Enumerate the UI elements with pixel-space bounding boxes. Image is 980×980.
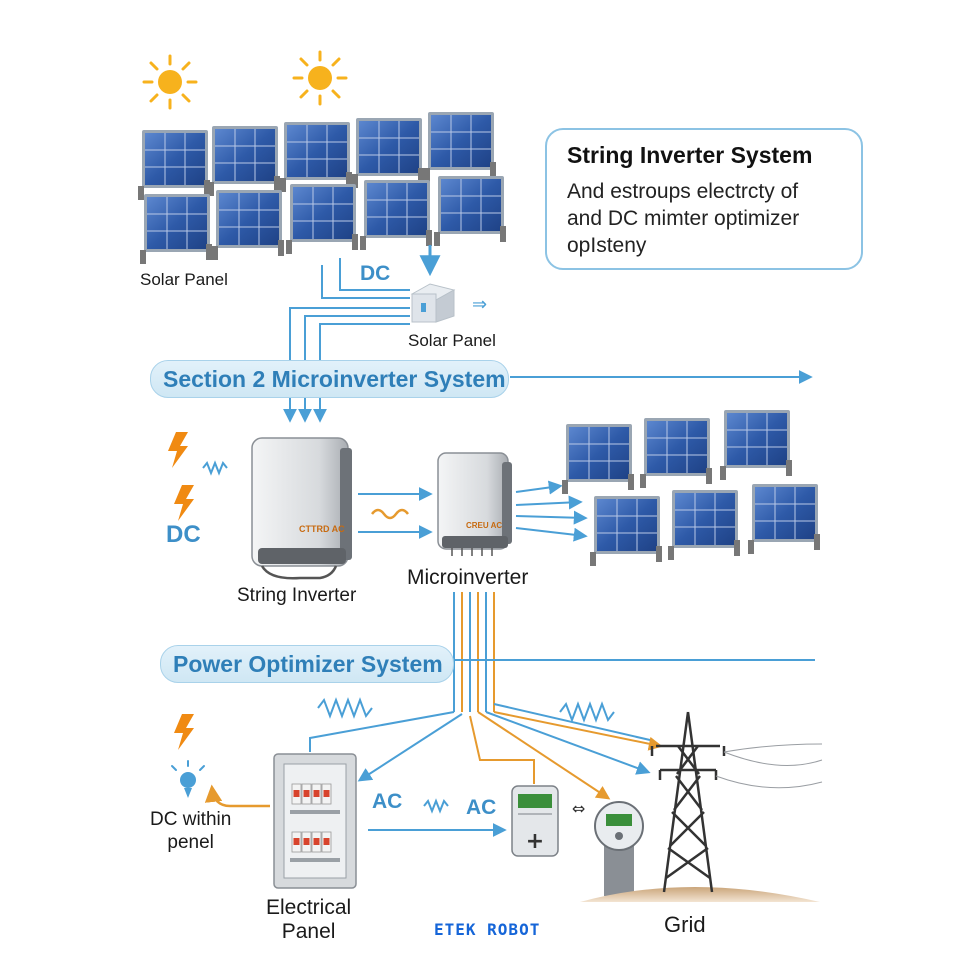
- solar-panel: [351, 117, 425, 189]
- electrical-panel-label: Electrical Panel: [266, 896, 352, 943]
- orange-arrow: [204, 784, 270, 808]
- ac-wave-icon: [202, 460, 228, 476]
- solar-panel: [137, 129, 211, 201]
- lightning-icon: [174, 714, 194, 750]
- solar-panel: [359, 179, 433, 251]
- sun-icon: [142, 54, 198, 110]
- double-arrow-icon: ⇔: [572, 799, 585, 818]
- solar-panel: [747, 483, 821, 555]
- inverter-link-arrows: [358, 487, 433, 539]
- solar-panel: [279, 121, 353, 193]
- right-solar-array: [561, 409, 821, 567]
- solar-panel: [667, 489, 741, 561]
- solar-panel: [139, 193, 213, 265]
- solar-panel: [211, 189, 285, 261]
- microinverter-badge: CREU AC: [466, 521, 503, 530]
- solar-panel: [285, 183, 359, 255]
- solar-panel: [423, 111, 497, 183]
- top-solar-array: [137, 111, 507, 265]
- dc-label: DC: [166, 521, 201, 548]
- ac-label: AC: [466, 796, 497, 819]
- section2-banner: Section 2 Microinverter System: [150, 360, 509, 398]
- dc-within-panel-label: DC within penel: [150, 809, 232, 853]
- callout-box: String Inverter System And estroups elec…: [545, 128, 863, 270]
- ac-wave-icon: [317, 697, 373, 719]
- electric-meter-icon: [594, 801, 644, 896]
- transmission-tower-icon: [650, 711, 726, 893]
- microinverter-down-lines: [453, 592, 495, 712]
- brand-watermark: ETEK ROBOT: [434, 920, 541, 939]
- junction-box-icon: [410, 283, 456, 323]
- solar-panel: [433, 175, 507, 247]
- power-lines: [715, 743, 823, 789]
- lightning-icon: [174, 485, 194, 521]
- grid-label: Grid: [664, 912, 706, 937]
- microinverter-device: [437, 452, 512, 556]
- solar-panel: [639, 417, 713, 489]
- lightning-icon: [168, 432, 188, 468]
- solar-panel: [561, 423, 635, 495]
- power-optimizer-banner: Power Optimizer System: [160, 645, 454, 683]
- distribution-lines: [309, 703, 663, 800]
- string-inverter-badge: CTTRD AC: [299, 524, 345, 534]
- sensor-icon: [171, 760, 205, 798]
- microinverter-label: Microinverter: [407, 566, 529, 589]
- meter-box-device: +: [511, 785, 559, 857]
- microinverter-output-arrows: [515, 480, 588, 542]
- double-arrow-icon: ⇒: [472, 294, 487, 315]
- ac-wave-icon: [423, 798, 449, 814]
- dc-label: DC: [360, 262, 391, 285]
- ac-label: AC: [372, 790, 403, 813]
- solar-panel: [589, 495, 663, 567]
- electrical-panel-device: [273, 753, 357, 889]
- solar-panel: [207, 125, 281, 197]
- ground: [580, 887, 820, 902]
- solar-panel: [719, 409, 793, 481]
- string-inverter-device: [251, 437, 352, 580]
- ac-wave-icon: [371, 508, 409, 520]
- callout-title: String Inverter System: [567, 142, 813, 168]
- sun-icon: [292, 50, 348, 106]
- ac-wave-icon: [559, 701, 615, 723]
- solar-panel-label: Solar Panel: [140, 270, 228, 289]
- callout-body: And estroups electrcty of and DC mimter …: [567, 180, 800, 257]
- solar-panel-box-label: Solar Panel: [408, 331, 496, 350]
- string-inverter-label: String Inverter: [237, 585, 357, 606]
- svg-text:+: +: [526, 829, 544, 854]
